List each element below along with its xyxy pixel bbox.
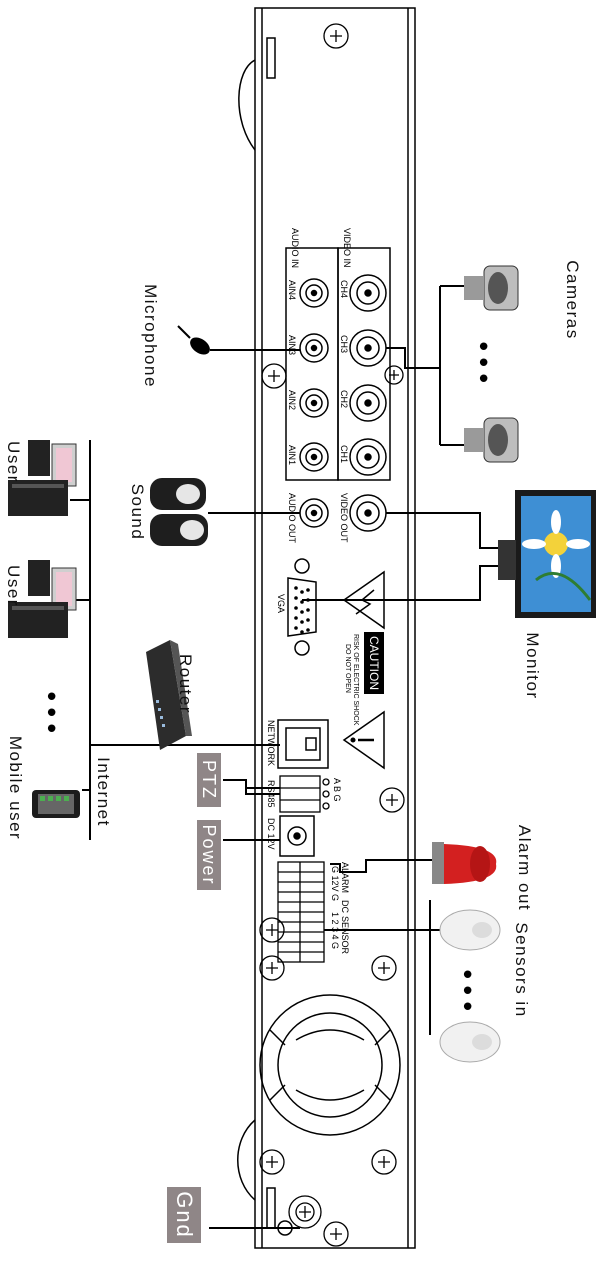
sensors-ellipsis: ••• xyxy=(460,968,475,1016)
sensor-pins-label: 1 2 3 4 G xyxy=(330,912,340,949)
microphone-label: Microphone xyxy=(140,276,160,396)
cameras-ellipsis: ••• xyxy=(476,340,491,388)
power-tag: Power xyxy=(197,820,221,890)
vga-label: VGA xyxy=(276,594,286,613)
sensor-label: SENSOR xyxy=(340,916,350,955)
cameras-label: Cameras xyxy=(562,250,582,350)
alarm-dc-label: DC xyxy=(340,900,350,913)
caution-title: CAUTION xyxy=(367,636,381,690)
audio-out-label: AUDIO OUT xyxy=(287,493,297,544)
audio-in-label: AUDIO IN xyxy=(290,228,300,268)
internet-label: Internet xyxy=(93,747,113,837)
abg-label: A B G xyxy=(332,778,342,802)
ch4-label: CH4 xyxy=(339,280,349,298)
mobile-user-label: Mobile user xyxy=(5,733,25,843)
ain2-label: AIN2 xyxy=(287,390,297,410)
monitor-label: Monitor xyxy=(522,626,542,706)
alarm-label: ALARM xyxy=(340,862,350,893)
rs485-label: RS485 xyxy=(266,780,276,808)
ch1-label: CH1 xyxy=(339,445,349,463)
video-in-label: VIDEO IN xyxy=(342,228,352,268)
g12vg-label: G 12V G xyxy=(330,866,340,901)
user2-label: User xyxy=(3,561,23,611)
dc12v-label: DC 12V xyxy=(266,818,276,850)
users-ellipsis: ••• xyxy=(44,690,59,738)
gnd-tag: Gnd xyxy=(167,1187,201,1243)
sensors-in-label: Sensors in xyxy=(511,915,531,1025)
alarm-out-label: Alarm out xyxy=(514,818,534,918)
ch3-label: CH3 xyxy=(339,335,349,353)
ain1-label: AIN1 xyxy=(287,445,297,465)
ain3-label: AIN3 xyxy=(287,335,297,355)
caution-line2: DO NOT OPEN xyxy=(344,644,351,693)
ain4-label: AIN4 xyxy=(287,280,297,300)
user1-label: User xyxy=(3,437,23,487)
sound-label: Sound xyxy=(127,477,147,547)
network-label: NETWORK xyxy=(266,720,276,766)
video-out-label: VIDEO OUT xyxy=(339,493,349,543)
ptz-tag: PTZ xyxy=(197,753,221,807)
router-label: Router xyxy=(175,649,195,719)
ch2-label: CH2 xyxy=(339,390,349,408)
caution-line1: RISK OF ELECTRIC SHOCK xyxy=(352,634,359,726)
